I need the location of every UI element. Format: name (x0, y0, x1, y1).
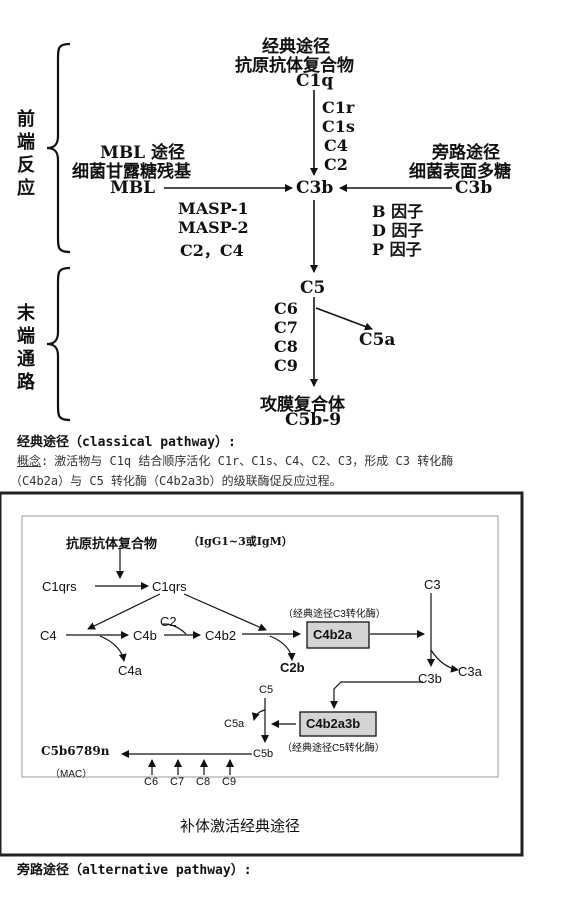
factor-b-label: B 因子 (372, 202, 424, 221)
mannose-residue: 细菌甘露糖残基 (72, 162, 191, 182)
figure-inner-frame (21, 515, 499, 778)
concept-label: 概念 (17, 454, 42, 468)
concept-colon: : (41, 454, 49, 468)
c5-label: C5 (300, 278, 326, 298)
c7-label: C7 (274, 318, 298, 337)
arrow-c4b2-to-c2b (269, 635, 296, 661)
c2-label: C2 (324, 155, 348, 174)
fig-c4a: C4a (118, 663, 142, 678)
antigen-antibody-complex: 抗原抗体复合物 (235, 56, 354, 76)
c1q-label: C1q (296, 71, 334, 91)
masp1-label: MASP-1 (178, 199, 249, 218)
fig-c5b: C5b (253, 748, 274, 760)
fig-c1qrs-left: C1qrs (42, 579, 77, 594)
fig-c5-convertase-label: （经典途径C5转化酶） (282, 743, 385, 754)
c3b-center-label: C3b (296, 178, 334, 198)
fig-c7: C7 (170, 776, 185, 788)
c5a-label: C5a (359, 330, 396, 350)
concept-paragraph-line1: 概念: 激活物与 C1q 结合顺序活化 C1r、C1s、C4、C2、C3，形成 C… (17, 452, 453, 469)
fig-c4: C4 (40, 628, 57, 643)
fig-c1qrs-right: C1qrs (152, 579, 187, 594)
fig-c2: C2 (160, 614, 177, 629)
fig-ig-label: （IgG1~3或IgM） (188, 535, 293, 548)
figure-outer-frame (0, 491, 524, 857)
figure-arrows (66, 548, 459, 775)
c2-c4-label: C2，C4 (180, 241, 244, 260)
arrow-c3b-to-c4b2a3b (330, 681, 423, 709)
fig-c3-convertase-label: （经典途径C3转化酶） (283, 609, 386, 620)
fig-c4b: C4b (133, 628, 157, 643)
arrow-c5-to-c5a (315, 307, 373, 331)
c9-label: C9 (274, 356, 298, 375)
c4-label: C4 (324, 136, 348, 155)
terminal-pathway-label: 末 端 通 路 (17, 303, 35, 393)
arrow-c4-to-c4a (99, 635, 127, 662)
fig-c9: C9 (222, 776, 237, 788)
alternative-pathway-title: 旁路途径 (432, 143, 500, 163)
alternative-pathway-heading: 旁路途径（alternative pathway）: (17, 863, 252, 878)
c4b2a-box (306, 621, 370, 649)
front-reaction-label: 前 端 反 应 (17, 109, 35, 199)
classical-pathway-heading: 经典途径（classical pathway）: (17, 435, 236, 450)
brace-front (46, 42, 71, 254)
c8-label: C8 (274, 337, 298, 356)
c6-label: C6 (274, 299, 298, 318)
arrow-c1qrs-to-c2 (183, 593, 267, 631)
fig-antigen-label: 抗原抗体复合物 (66, 536, 158, 551)
fig-c6: C6 (144, 776, 159, 788)
membrane-attack-complex: 攻膜复合体 (260, 395, 345, 415)
fig-c4b2: C4b2 (205, 628, 237, 643)
fig-c3a: C3a (458, 664, 482, 679)
c1s-label: C1s (322, 117, 355, 136)
mbl-label: MBL (110, 178, 156, 198)
bacterial-polysaccharide: 细菌表面多糖 (409, 162, 511, 182)
factor-d-label: D 因子 (372, 221, 424, 240)
c1r-label: C1r (322, 98, 355, 117)
arrow-c5-to-c5a (251, 709, 266, 721)
masp2-label: MASP-2 (178, 218, 249, 237)
fig-c5b6789n: C5b6789n (41, 744, 110, 758)
fig-c8: C8 (196, 776, 211, 788)
c4b2a3b-box (299, 711, 377, 737)
braces (46, 42, 71, 422)
c5b9-label: C5b-9 (285, 410, 342, 430)
fig-c2b: C2b (280, 660, 305, 675)
factor-p-label: P 因子 (372, 240, 422, 259)
arrow-c1qrs-to-c4 (87, 593, 161, 630)
arrow-c3-to-c3a (430, 649, 459, 673)
fig-mac-label: （MAC） (50, 769, 93, 780)
top-diagram-arrows (164, 90, 452, 387)
concept-paragraph-line2: （C4b2a）与 C5 转化酶（C4b2a3b）的级联酶促反应过程。 (10, 474, 342, 488)
curve-c2-into (162, 623, 187, 635)
c3b-right-label: C3b (455, 178, 493, 198)
fig-caption: 补体激活经典途径 (180, 818, 301, 835)
fig-c4b2a: C4b2a (313, 627, 353, 642)
fig-c5: C5 (259, 684, 274, 696)
fig-c3b: C3b (418, 671, 442, 686)
concept-body: 激活物与 C1q 结合顺序活化 C1r、C1s、C4、C2、C3，形成 C3 转… (54, 454, 454, 468)
fig-c3: C3 (424, 577, 441, 592)
fig-c5a: C5a (224, 718, 245, 730)
mbl-pathway-title: MBL 途径 (100, 143, 186, 163)
brace-end (46, 266, 71, 422)
fig-c4b2a3b: C4b2a3b (306, 716, 361, 731)
classical-pathway-title: 经典途径 (262, 37, 330, 57)
